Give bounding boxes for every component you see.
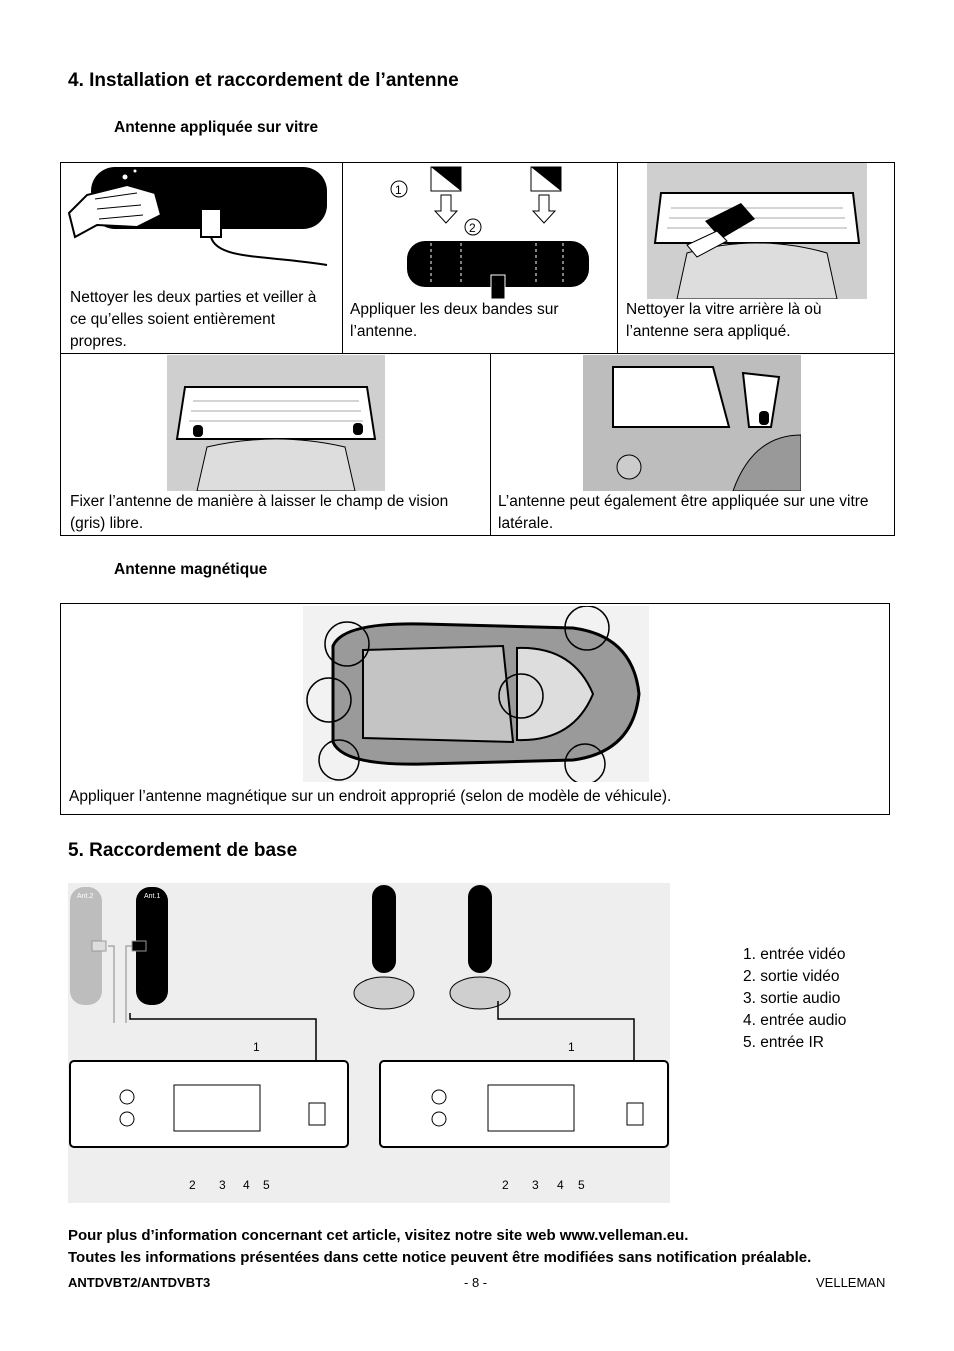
- ant1-label: Ant.1: [144, 893, 160, 900]
- subtitle-window-antenna: Antenne appliquée sur vitre: [114, 119, 319, 136]
- magnetic-antenna-box: Appliquer l’antenne magnétique sur un en…: [60, 603, 890, 815]
- footer-info-line: Pour plus d’information concernant cet a…: [68, 1227, 689, 1244]
- label-5-left: 5: [263, 1178, 270, 1192]
- cell-apply-tapes: Appliquer les deux bandes sur l’antenne.: [350, 301, 559, 340]
- subtitle-magnetic-antenna: Antenne magnétique: [114, 561, 268, 578]
- car-top-view-illustration: [303, 606, 649, 782]
- ant2-label: Ant.2: [77, 893, 93, 900]
- cell-side-window: L’antenne peut également être appliquée …: [498, 493, 869, 532]
- legend-item-3: 3. sortie audio: [743, 990, 841, 1007]
- applying-tapes-illustration: 1 2: [390, 166, 589, 300]
- label-1-left: 1: [253, 1040, 260, 1054]
- magnetic-antenna-text: Appliquer l’antenne magnétique sur un en…: [69, 788, 672, 805]
- connection-legend: 1. entrée vidéo 2. sortie vidéo 3. sorti…: [743, 944, 846, 1054]
- label-5-right: 5: [578, 1178, 585, 1192]
- cell-clean-rear-window: Nettoyer la vitre arrière là où l’antenn…: [626, 301, 822, 340]
- label-4-right: 4: [557, 1178, 564, 1192]
- legend-item-4: 4. entrée audio: [743, 1012, 847, 1029]
- step-marker-1: 1: [395, 183, 402, 197]
- legend-item-5: 5. entrée IR: [743, 1034, 824, 1051]
- label-3-right: 3: [532, 1178, 539, 1192]
- side-window-illustration: [583, 355, 801, 491]
- section-4-title: 4. Installation et raccordement de l’ant…: [68, 70, 459, 91]
- footer-disclaimer-line: Toutes les informations présentées dans …: [68, 1249, 812, 1266]
- footer-brand: VELLEMAN: [816, 1275, 886, 1290]
- rear-window-mounting-illustration: [167, 355, 385, 491]
- cell-mount-antenna: Fixer l’antenne de manière à laisser le …: [70, 493, 449, 532]
- rear-window-cleaning-illustration: [647, 163, 867, 299]
- label-4-left: 4: [243, 1178, 250, 1192]
- label-2-right: 2: [502, 1178, 509, 1192]
- legend-item-1: 1. entrée vidéo: [743, 946, 846, 963]
- section-5-title: 5. Raccordement de base: [68, 840, 298, 861]
- cell-clean-parts: Nettoyer les deux parties et veiller à c…: [70, 289, 317, 350]
- legend-item-2: 2. sortie vidéo: [743, 968, 840, 985]
- step-marker-2: 2: [469, 221, 476, 235]
- cleaning-antenna-illustration: [67, 167, 328, 266]
- footer-model: ANTDVBT2/ANTDVBT3: [68, 1275, 211, 1290]
- basic-connection-diagram: Ant.2 Ant.1 1 1 2 3 4 5 2 3 4 5: [68, 883, 670, 1203]
- label-1-right: 1: [568, 1040, 575, 1054]
- label-3-left: 3: [219, 1178, 226, 1192]
- label-2-left: 2: [189, 1178, 196, 1192]
- footer-page-number: - 8 -: [464, 1275, 488, 1290]
- window-antenna-table: Nettoyer les deux parties et veiller à c…: [60, 162, 895, 536]
